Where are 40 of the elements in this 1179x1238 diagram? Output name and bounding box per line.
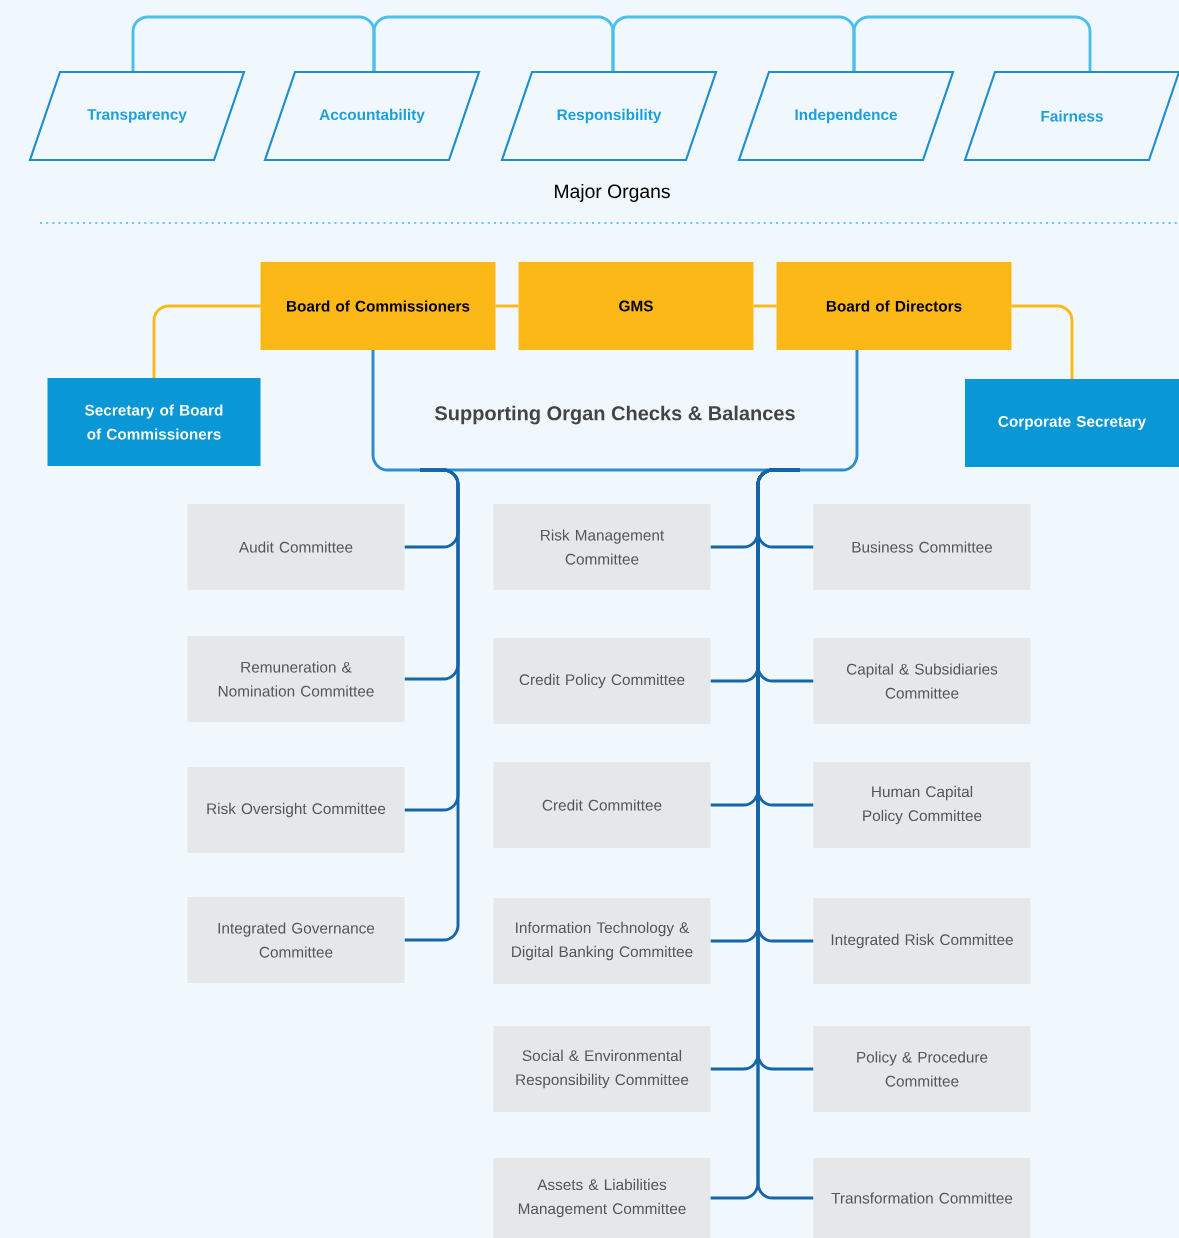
committee-box: Audit Committee [187, 504, 405, 590]
parallelogram-box: Responsibility [500, 70, 718, 162]
connector-line [131, 15, 376, 72]
committee-box: Assets & Liabilities Management Committee [493, 1158, 711, 1238]
committee-box: Human Capital Policy Committee [813, 762, 1031, 848]
committee-box: Business Committee [813, 504, 1031, 590]
committee-box: Credit Policy Committee [493, 638, 711, 724]
connector-line [495, 304, 519, 308]
organ-box: Board of Commissioners [260, 262, 496, 350]
connector-line [371, 350, 615, 472]
connector-line [1011, 304, 1074, 379]
parallelogram-box: Independence [737, 70, 955, 162]
committee-box: Capital & Subsidiaries Committee [813, 638, 1031, 724]
section-heading: Supporting Organ Checks & Balances [435, 405, 795, 425]
connector-line [852, 15, 1092, 72]
secretary-box: Corporate Secretary [965, 379, 1179, 467]
connector-line [372, 15, 615, 72]
committee-box: Integrated Governance Committee [187, 897, 405, 983]
connector-line [615, 350, 859, 472]
committee-box: Policy & Procedure Committee [813, 1026, 1031, 1112]
committee-box: Information Technology & Digital Banking Committee [493, 898, 711, 984]
organ-box: Board of Directors [776, 262, 1012, 350]
parallelogram-box: Transparency [28, 70, 246, 162]
committee-box: Risk Oversight Committee [187, 767, 405, 853]
connector-line [756, 468, 814, 1200]
committee-box: Social & Environmental Responsibility Committee [493, 1026, 711, 1112]
secretary-box: Secretary of Board of Commissioners [47, 378, 261, 466]
committee-box: Credit Committee [493, 762, 711, 848]
connector-line [753, 304, 777, 308]
connector-line [152, 304, 261, 378]
committee-box: Risk Management Committee [493, 504, 711, 590]
committee-box: Transformation Committee [813, 1158, 1031, 1238]
parallelogram-box: Accountability [263, 70, 481, 162]
parallelogram-box: Fairness [963, 70, 1179, 162]
committee-box: Remuneration & Nomination Committee [187, 636, 405, 722]
organ-box: GMS [518, 262, 754, 350]
committee-box: Integrated Risk Committee [813, 898, 1031, 984]
connector-line [611, 15, 856, 72]
connector-line [404, 468, 460, 942]
section-heading: Major Organs [555, 184, 670, 202]
